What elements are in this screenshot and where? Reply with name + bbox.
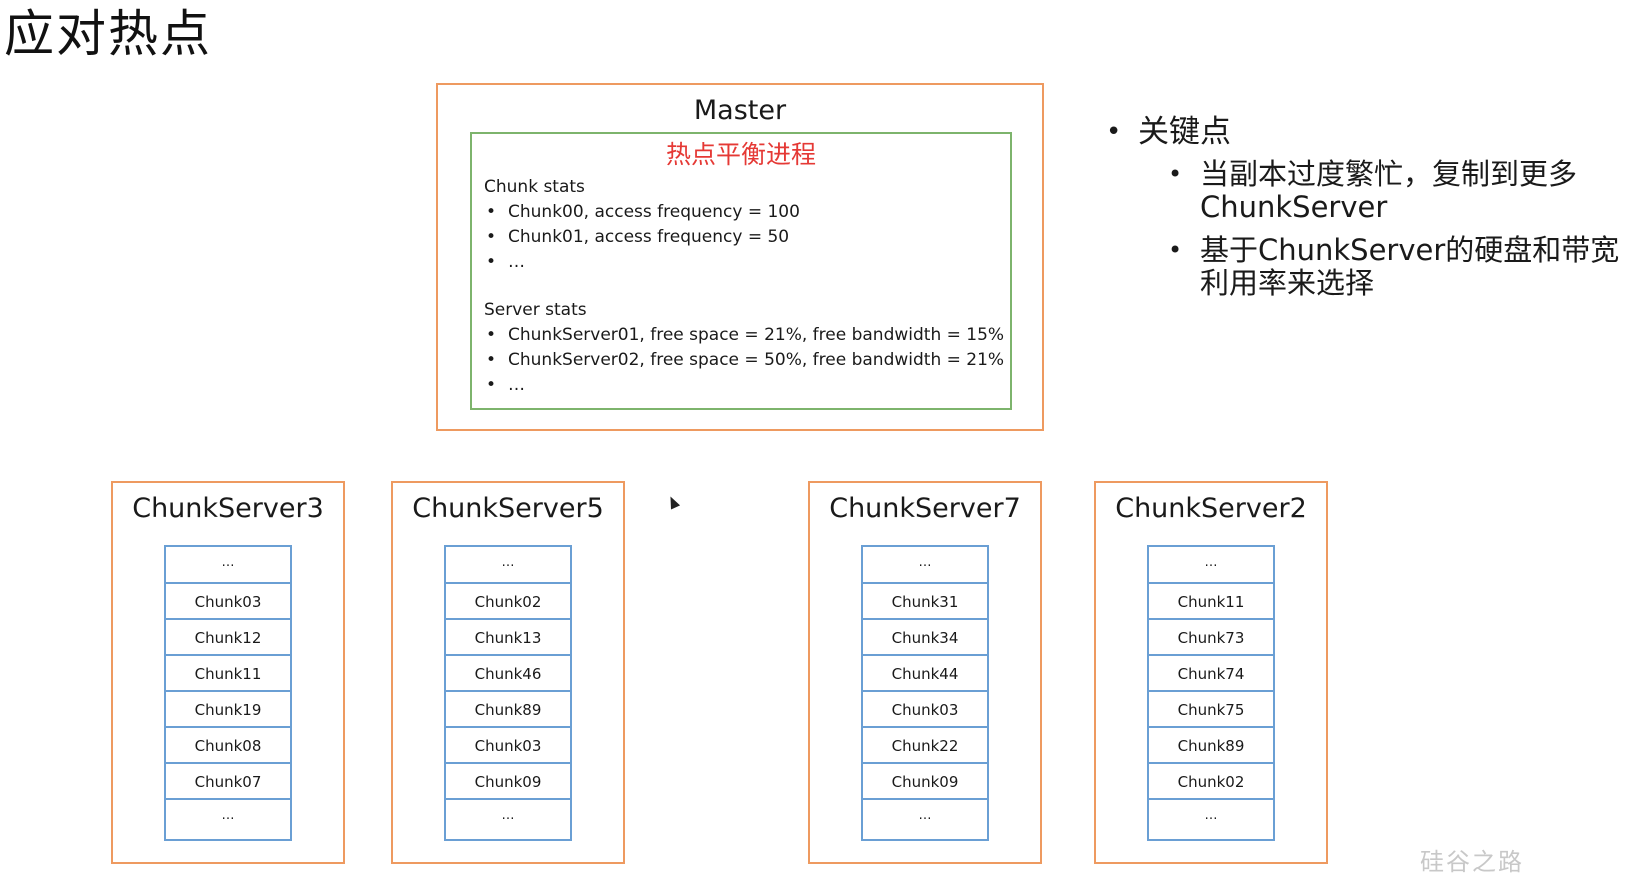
chunk-cell: Chunk09	[446, 764, 570, 800]
chunkserver-title: ChunkServer7	[829, 493, 1021, 524]
chunk-cell: Chunk03	[446, 728, 570, 764]
chunkserver-box: ChunkServer7 … Chunk31 Chunk34 Chunk44 C…	[808, 481, 1042, 864]
chunk-cell: Chunk89	[446, 692, 570, 728]
chunk-stack: … Chunk31 Chunk34 Chunk44 Chunk03 Chunk2…	[861, 545, 989, 841]
chunkserver-title: ChunkServer2	[1115, 493, 1307, 524]
chunk-cell: Chunk11	[166, 656, 290, 692]
chunk-cell: Chunk19	[166, 692, 290, 728]
chunk-stat-item: Chunk01, access frequency = 50	[484, 225, 800, 250]
key-point-item: 基于ChunkServer的硬盘和带宽利用率来选择	[1166, 234, 1624, 300]
chunk-cell: Chunk13	[446, 620, 570, 656]
chunk-stats-heading: Chunk stats	[484, 177, 585, 197]
chunk-stack: … Chunk11 Chunk73 Chunk74 Chunk75 Chunk8…	[1147, 545, 1275, 841]
server-stats-list: ChunkServer01, free space = 21%, free ba…	[484, 323, 1004, 398]
master-box: Master 热点平衡进程 Chunk stats Chunk00, acces…	[436, 83, 1044, 431]
chunk-stack: … Chunk02 Chunk13 Chunk46 Chunk89 Chunk0…	[444, 545, 572, 841]
chunk-cell: …	[1204, 808, 1218, 823]
chunk-stack: … Chunk03 Chunk12 Chunk11 Chunk19 Chunk0…	[164, 545, 292, 841]
chunk-cell: Chunk46	[446, 656, 570, 692]
key-point-item: 当副本过度繁忙，复制到更多ChunkServer	[1166, 158, 1624, 224]
chunk-cell: Chunk73	[1149, 620, 1273, 656]
chunk-cell: …	[221, 808, 235, 823]
chunk-cell: …	[166, 547, 290, 584]
slide-title: 应对热点	[4, 5, 212, 63]
chunk-cell: Chunk07	[166, 764, 290, 800]
hotspot-balance-process-box: 热点平衡进程 Chunk stats Chunk00, access frequ…	[470, 132, 1012, 410]
chunk-cell: Chunk22	[863, 728, 987, 764]
chunkserver-box: ChunkServer3 … Chunk03 Chunk12 Chunk11 C…	[111, 481, 345, 864]
process-title: 热点平衡进程	[665, 140, 816, 169]
chunk-cell: …	[863, 547, 987, 584]
chunk-cell: …	[1149, 547, 1273, 584]
chunk-stats-section: Chunk stats Chunk00, access frequency = …	[484, 176, 800, 275]
server-stats-heading: Server stats	[484, 300, 587, 320]
chunk-cell: Chunk09	[863, 764, 987, 800]
chunk-cell: Chunk08	[166, 728, 290, 764]
chunk-cell: Chunk03	[166, 584, 290, 620]
server-stat-item: ChunkServer02, free space = 50%, free ba…	[484, 348, 1004, 373]
chunk-cell: Chunk44	[863, 656, 987, 692]
mouse-cursor-icon	[665, 494, 681, 510]
chunkserver-box: ChunkServer5 … Chunk02 Chunk13 Chunk46 C…	[391, 481, 625, 864]
chunkserver-title: ChunkServer5	[412, 493, 604, 524]
key-points-list: 当副本过度繁忙，复制到更多ChunkServer 基于ChunkServer的硬…	[1104, 158, 1624, 300]
key-points-heading: 关键点	[1104, 112, 1624, 152]
watermark: 硅谷之路	[1420, 848, 1524, 876]
chunk-cell: Chunk89	[1149, 728, 1273, 764]
key-points: 关键点 当副本过度繁忙，复制到更多ChunkServer 基于ChunkServ…	[1104, 112, 1624, 310]
chunk-cell: …	[501, 808, 515, 823]
chunk-stat-item: …	[484, 250, 800, 275]
chunk-cell: Chunk75	[1149, 692, 1273, 728]
chunk-cell: Chunk02	[1149, 764, 1273, 800]
master-title: Master	[693, 95, 787, 126]
chunk-cell: …	[918, 808, 932, 823]
chunk-stats-list: Chunk00, access frequency = 100 Chunk01,…	[484, 200, 800, 275]
chunk-cell: Chunk11	[1149, 584, 1273, 620]
chunk-stat-item: Chunk00, access frequency = 100	[484, 200, 800, 225]
chunk-cell: Chunk03	[863, 692, 987, 728]
chunk-cell: Chunk74	[1149, 656, 1273, 692]
server-stat-item: …	[484, 373, 1004, 398]
chunk-cell: …	[446, 547, 570, 584]
chunkserver-title: ChunkServer3	[132, 493, 324, 524]
chunk-cell: Chunk02	[446, 584, 570, 620]
server-stats-section: Server stats ChunkServer01, free space =…	[484, 299, 1004, 398]
chunk-cell: Chunk12	[166, 620, 290, 656]
chunk-cell: Chunk34	[863, 620, 987, 656]
server-stat-item: ChunkServer01, free space = 21%, free ba…	[484, 323, 1004, 348]
chunkserver-box: ChunkServer2 … Chunk11 Chunk73 Chunk74 C…	[1094, 481, 1328, 864]
chunk-cell: Chunk31	[863, 584, 987, 620]
